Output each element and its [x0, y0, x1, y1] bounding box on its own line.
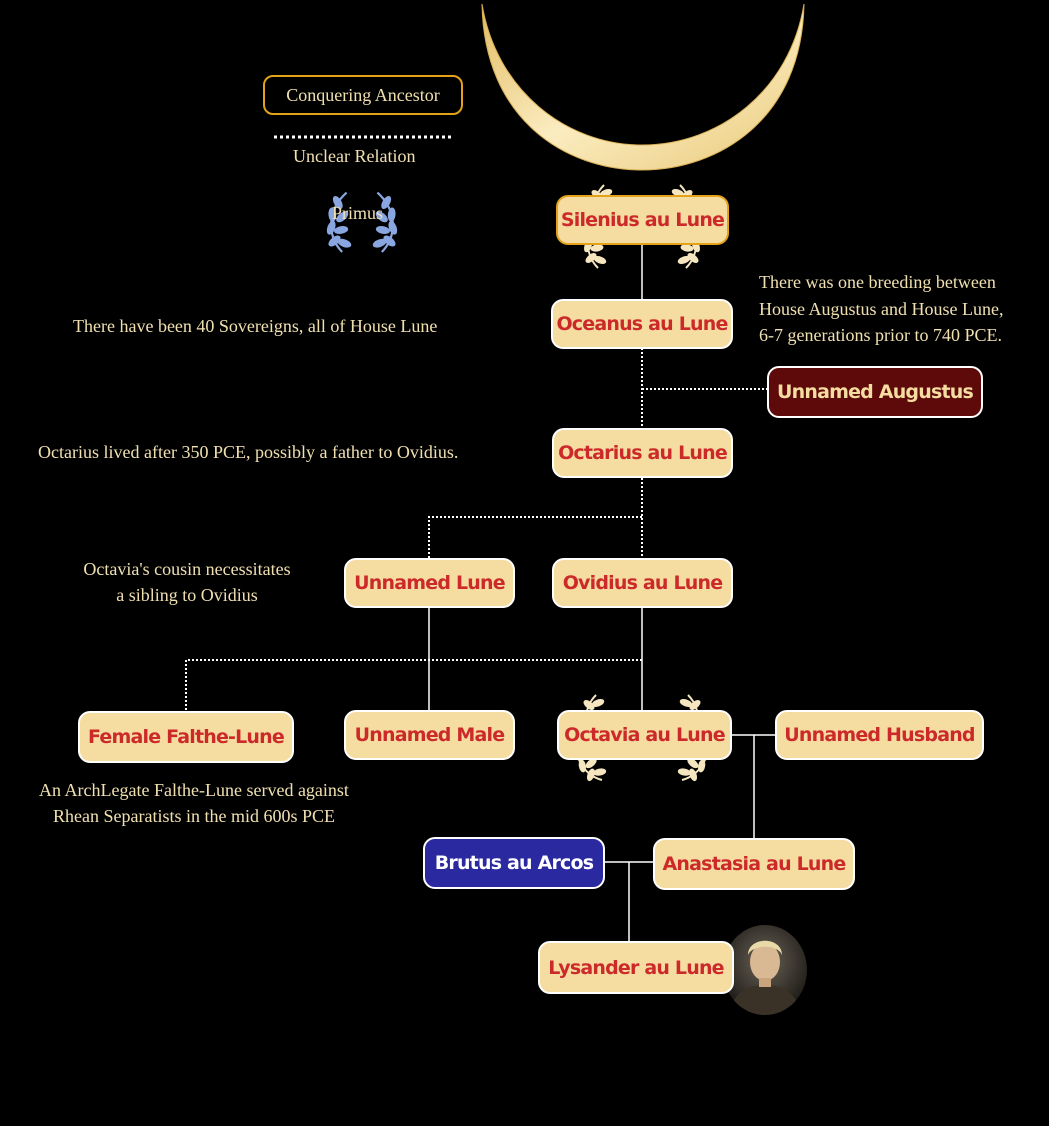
note-breeding-line-1: There was one breeding between [759, 272, 996, 292]
note-octarius: Octarius lived after 350 PCE, possibly a… [38, 442, 459, 462]
node-unnamed-male[interactable]: Unnamed Male [344, 710, 515, 760]
node-unnamed-augustus-label: Unnamed Augustus [777, 381, 974, 403]
node-unnamed-augustus[interactable]: Unnamed Augustus [767, 366, 983, 418]
node-brutus-label: Brutus au Arcos [434, 852, 594, 874]
node-ovidius-label: Ovidius au Lune [562, 572, 723, 594]
solid-relations [428, 245, 776, 942]
legend-primus-label: Primus [332, 203, 384, 223]
node-ovidius[interactable]: Ovidius au Lune [552, 558, 733, 608]
node-octavia-label: Octavia au Lune [564, 724, 725, 746]
lysander-portrait-art [723, 925, 807, 1015]
legend-unclear-relation-label: Unclear Relation [293, 146, 416, 166]
legend-conquering-ancestor-label: Conquering Ancestor [286, 84, 440, 105]
unclear-relations [185, 348, 768, 711]
note-sovereigns: There have been 40 Sovereigns, all of Ho… [73, 316, 438, 336]
node-octarius[interactable]: Octarius au Lune [552, 428, 733, 478]
node-lysander[interactable]: Lysander au Lune [538, 941, 734, 994]
node-unnamed-lune[interactable]: Unnamed Lune [344, 558, 515, 608]
note-archlegate-line-1: An ArchLegate Falthe-Lune served against [39, 780, 349, 800]
node-anastasia-label: Anastasia au Lune [662, 853, 847, 875]
note-breeding-line-2: House Augustus and House Lune, [759, 299, 1004, 319]
node-unnamed-male-label: Unnamed Male [354, 724, 506, 746]
node-oceanus-label: Oceanus au Lune [556, 313, 728, 335]
node-anastasia[interactable]: Anastasia au Lune [653, 838, 855, 890]
note-cousin-line-1: Octavia's cousin necessitates [83, 559, 291, 579]
node-lysander-label: Lysander au Lune [548, 956, 724, 979]
node-unnamed-husband-label: Unnamed Husband [784, 724, 975, 746]
crescent-moon-icon [481, 3, 805, 171]
lysander-portrait[interactable] [723, 925, 807, 1015]
node-female-falthe-lune-label: Female Falthe-Lune [88, 726, 285, 748]
node-female-falthe-lune[interactable]: Female Falthe-Lune [78, 711, 294, 763]
node-octarius-label: Octarius au Lune [558, 442, 728, 464]
node-unnamed-husband[interactable]: Unnamed Husband [775, 710, 984, 760]
node-octavia[interactable]: Octavia au Lune [557, 710, 732, 760]
node-oceanus[interactable]: Oceanus au Lune [551, 299, 733, 349]
note-breeding-line-3: 6-7 generations prior to 740 PCE. [759, 325, 1002, 345]
node-silenius-label: Silenius au Lune [560, 209, 725, 231]
note-archlegate-line-2: Rhean Separatists in the mid 600s PCE [53, 806, 335, 826]
note-cousin-line-2: a sibling to Ovidius [116, 585, 258, 605]
node-silenius[interactable]: Silenius au Lune [556, 195, 729, 245]
node-unnamed-lune-label: Unnamed Lune [354, 572, 505, 594]
node-brutus[interactable]: Brutus au Arcos [423, 837, 605, 889]
legend-conquering-ancestor: Conquering Ancestor [263, 75, 463, 115]
